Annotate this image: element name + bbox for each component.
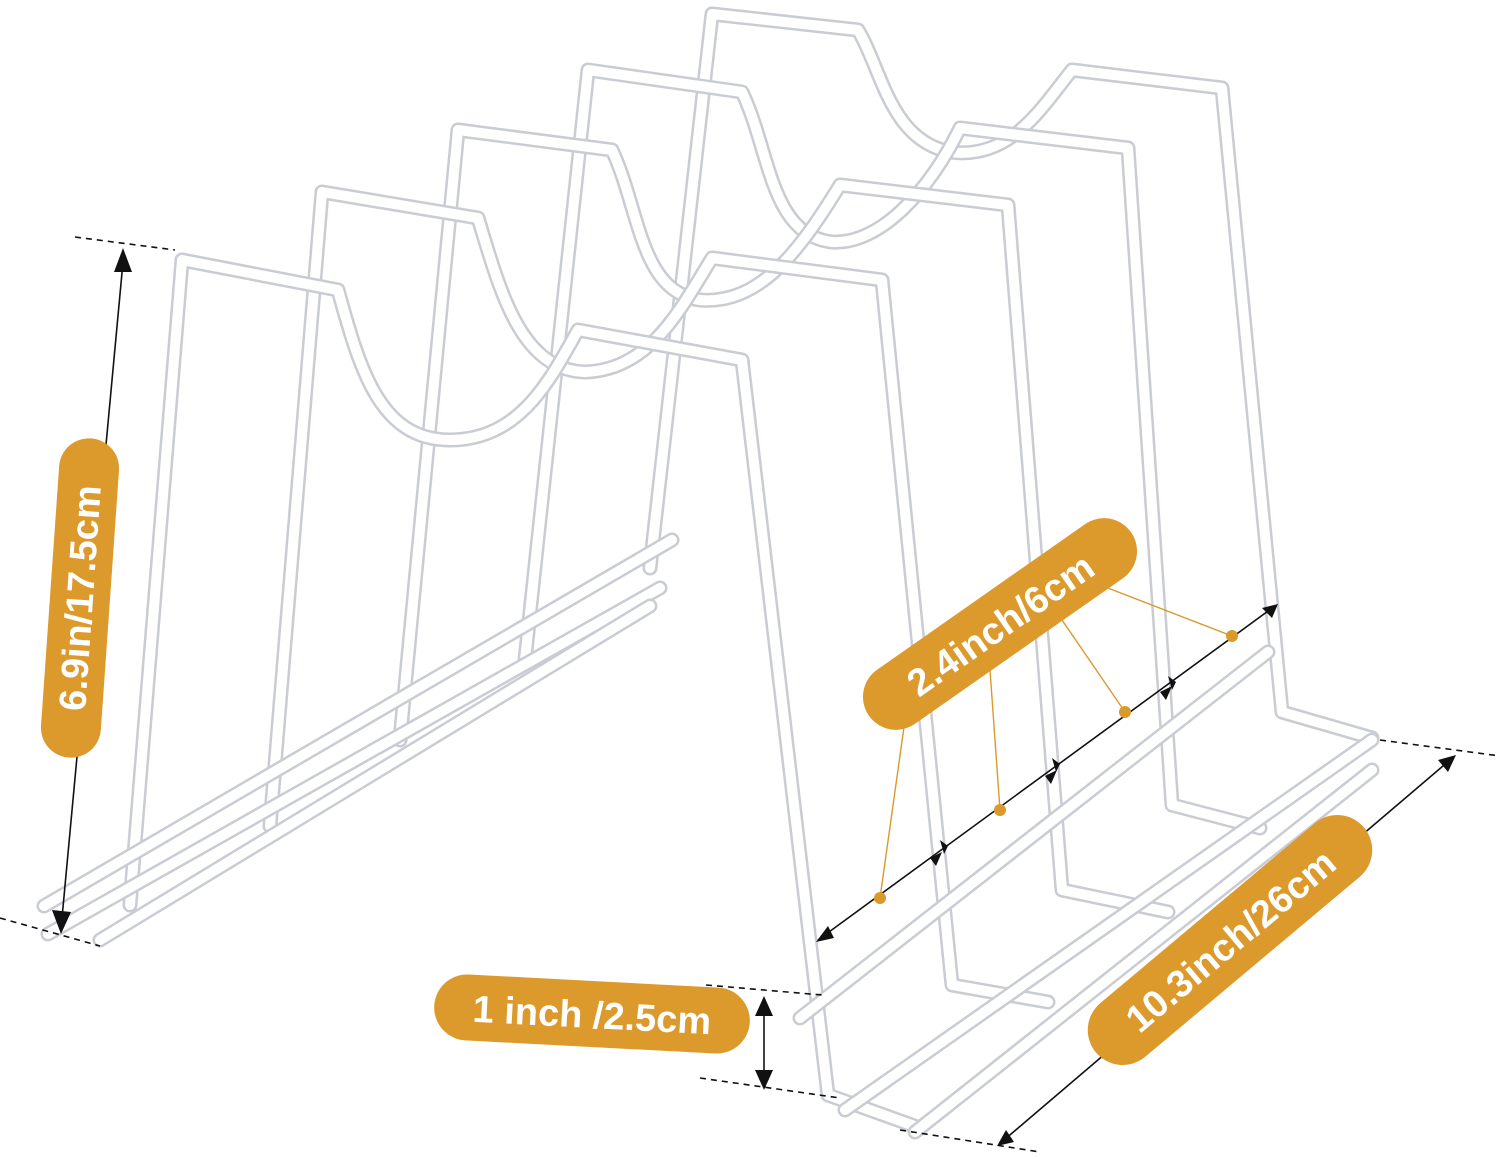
- base-height-dimension: 1 inch /2.5cm: [434, 974, 841, 1099]
- spacing-label: 2.4inch/6cm: [900, 546, 1102, 705]
- length-dimension: 10.3inch/26cm: [899, 739, 1500, 1153]
- wire-rack: [36, 6, 1380, 1140]
- base-height-label-pill: 1 inch /2.5cm: [434, 974, 750, 1054]
- height-label-pill: 6.9in/17.5cm: [40, 438, 120, 758]
- rack-divider-4: [262, 184, 1056, 1010]
- base-rails-right: [792, 644, 1380, 1140]
- rack-divider-front: [122, 252, 928, 1136]
- spacing-label-pill: 2.4inch/6cm: [862, 518, 1138, 730]
- height-dimension: 6.9in/17.5cm: [0, 236, 176, 947]
- base-rails-left: [36, 532, 680, 948]
- rack-divider-2: [517, 62, 1268, 836]
- rack-divider-3: [392, 122, 1176, 920]
